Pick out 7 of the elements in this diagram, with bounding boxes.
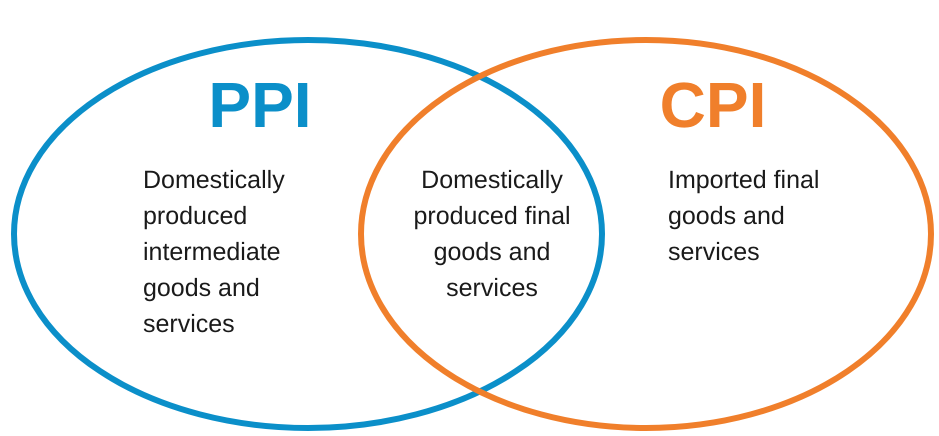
circle-description: Imported final goods and services [668,165,820,268]
overlap-description: Domestically produced final goods and services [412,165,572,304]
circle-title: CPI [658,70,768,140]
circle-title: PPI [207,70,313,140]
venn-circle [10,36,606,432]
circle-description: Domestically produced intermediate goods and services [143,165,286,340]
venn-circle [357,36,935,432]
